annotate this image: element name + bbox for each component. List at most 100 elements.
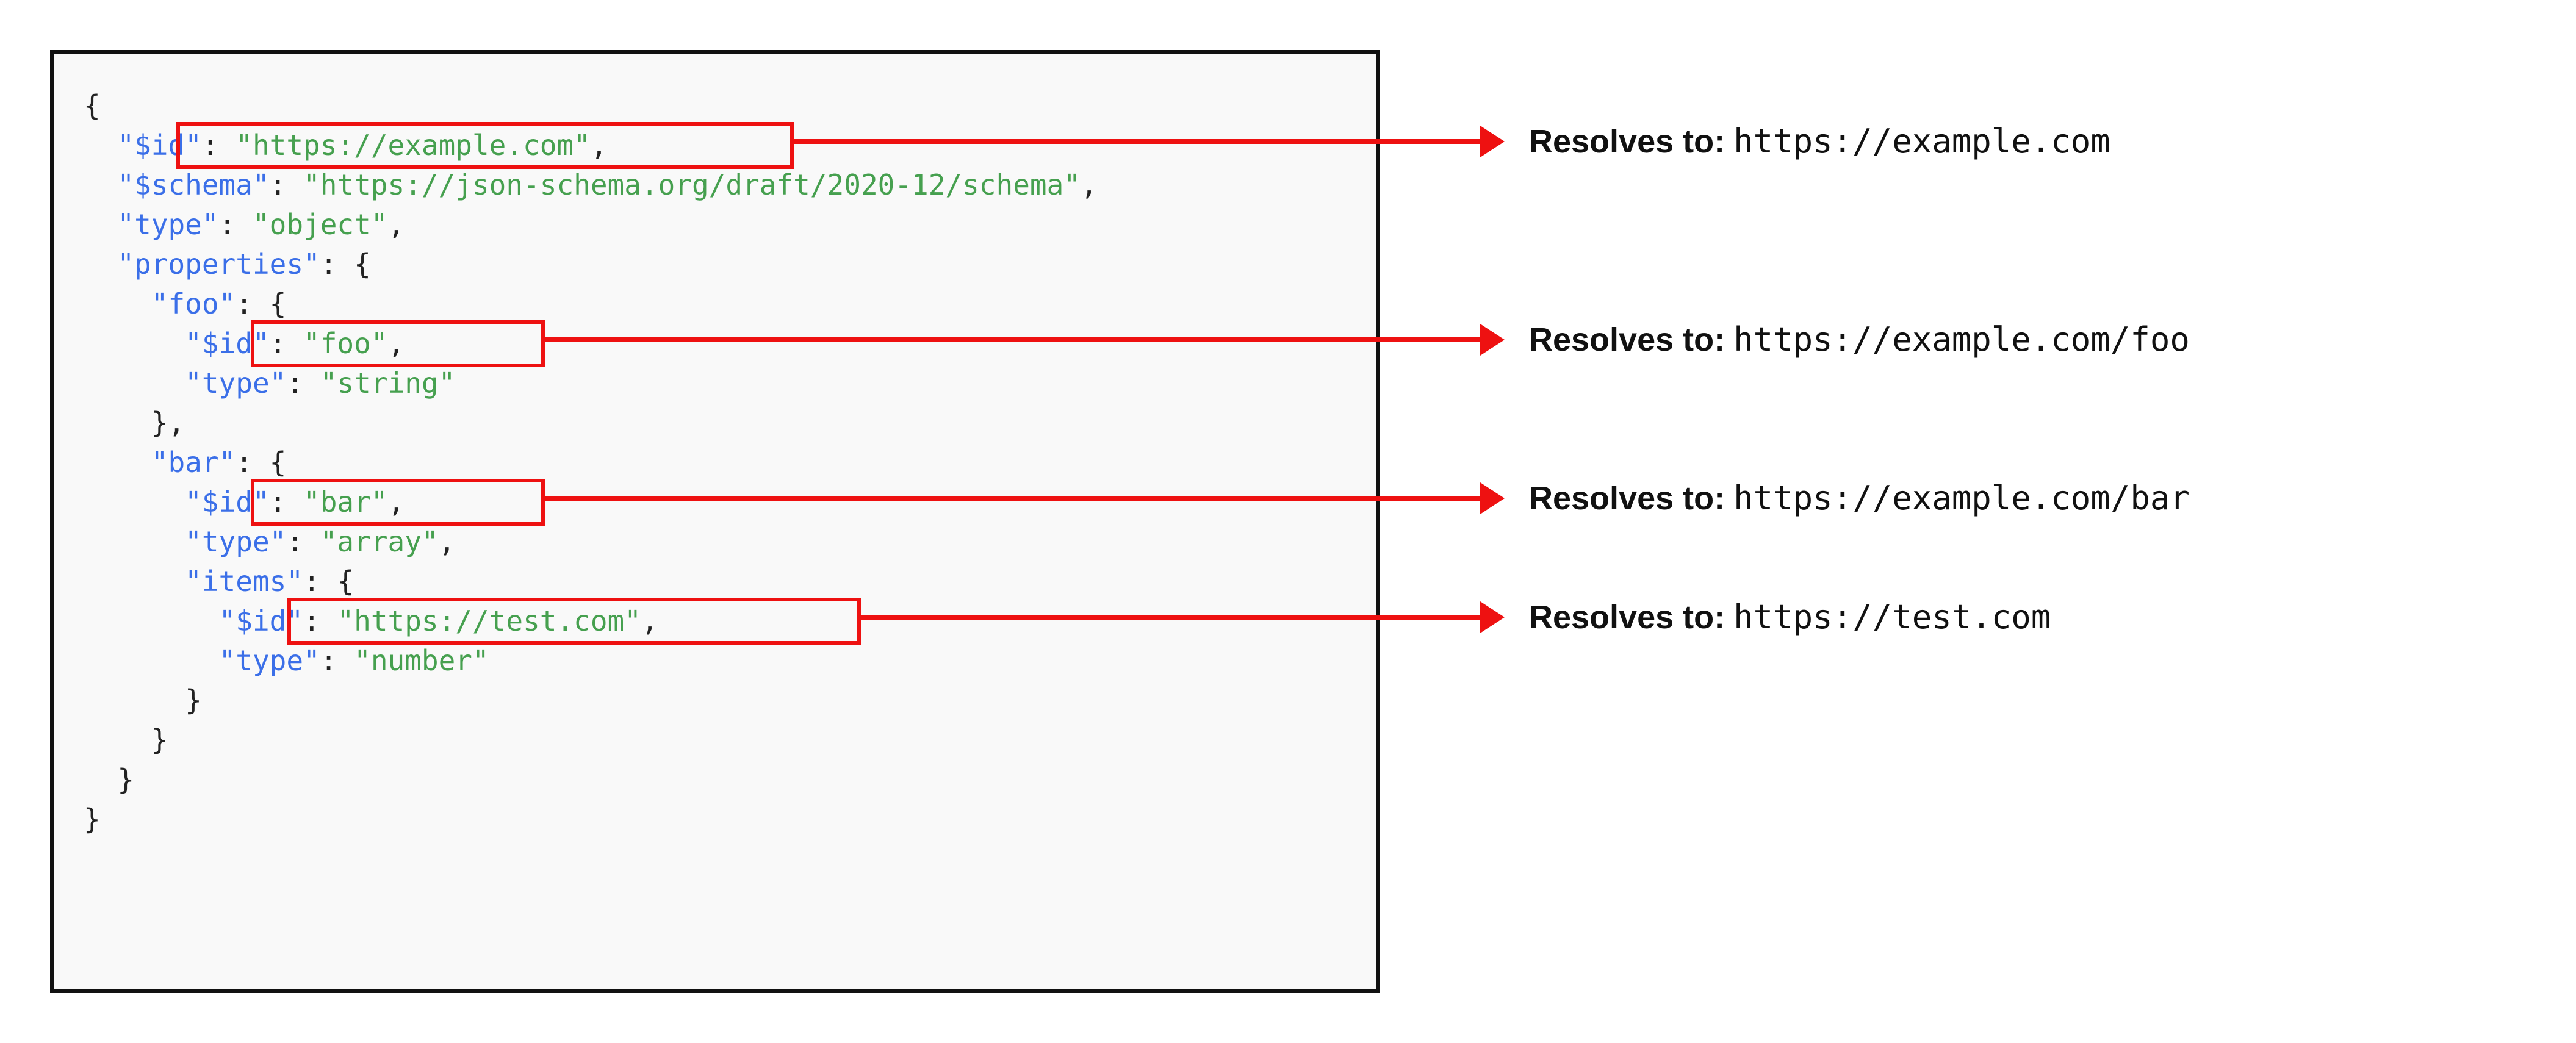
resolves-to-label: Resolves to: [1529,479,1725,517]
json-string: "https://json-schema.org/draft/2020-12/s… [303,168,1081,201]
code-indent [84,248,117,281]
code-indent [84,525,185,558]
code-indent [84,644,219,677]
resolution-row-resolve-bar: Resolves to:https://example.com/bar [1529,478,2190,517]
code-indent [84,723,151,756]
json-punctuation: , [1080,168,1098,201]
code-indent [84,446,151,479]
connector-line-resolve-bar [541,495,1480,501]
json-punctuation: : [320,644,354,677]
resolves-to-label: Resolves to: [1529,123,1725,160]
code-line: "$schema": "https://json-schema.org/draf… [84,165,1098,205]
json-key: "type" [117,208,219,241]
json-key: "type" [185,367,287,400]
json-key: "type" [185,525,287,558]
json-punctuation: : { [303,565,354,598]
code-indent [84,208,117,241]
code-indent [84,604,219,637]
json-punctuation: , [641,604,658,637]
json-key: "$id" [185,327,270,360]
json-punctuation: : [303,604,337,637]
json-string: "number" [354,644,489,677]
arrow-head-resolve-root [1480,125,1505,157]
code-line: "type": "array", [84,522,1098,562]
resolves-to-label: Resolves to: [1529,321,1725,358]
json-punctuation: : [269,327,304,360]
json-punctuation: , [438,525,456,558]
resolution-row-resolve-items: Resolves to:https://test.com [1529,597,2051,636]
json-punctuation: : [269,168,304,201]
code-line: "type": "number" [84,641,1098,681]
resolved-uri-value: https://example.com/foo [1733,320,2190,359]
json-punctuation: { [84,89,101,122]
code-indent [84,486,185,518]
connector-line-resolve-foo [541,337,1480,342]
arrow-head-resolve-foo [1480,323,1505,356]
json-punctuation: : [201,129,236,162]
code-line: "$id": "https://example.com", [84,126,1098,165]
json-punctuation: : [218,208,253,241]
json-punctuation: } [151,723,168,756]
json-punctuation: : { [236,446,287,479]
json-key: "properties" [117,248,320,281]
code-indent [84,684,185,717]
code-line: "bar": { [84,443,1098,482]
json-code-block: { "$id": "https://example.com", "$schema… [84,86,1098,839]
json-string: "https://example.com" [236,129,591,162]
code-indent [84,565,185,598]
arrow-head-resolve-items [1480,601,1505,633]
resolution-row-resolve-root: Resolves to:https://example.com [1529,121,2110,160]
code-indent [84,129,117,162]
code-indent [84,287,151,320]
json-string: "array" [320,525,439,558]
code-line: "properties": { [84,245,1098,284]
json-punctuation: , [387,327,405,360]
code-line: } [84,760,1098,800]
code-indent [84,168,117,201]
resolves-to-label: Resolves to: [1529,598,1725,636]
code-indent [84,763,117,796]
code-indent [84,406,151,439]
code-line: "$id": "foo", [84,324,1098,364]
code-line: } [84,681,1098,720]
connector-line-resolve-items [857,614,1480,620]
json-string: "foo" [303,327,388,360]
json-code-panel: { "$id": "https://example.com", "$schema… [50,50,1380,993]
json-punctuation: } [185,684,202,717]
resolved-uri-value: https://example.com [1733,121,2110,160]
json-punctuation: } [84,803,101,836]
json-punctuation: : [269,486,304,518]
json-key: "$id" [185,486,270,518]
json-punctuation: , [590,129,608,162]
json-string: "https://test.com" [337,604,641,637]
json-key: "items" [185,565,304,598]
connector-line-resolve-root [790,138,1480,144]
code-indent [84,367,185,400]
json-key: "$id" [218,604,304,637]
json-key: "foo" [151,287,236,320]
json-key: "$id" [117,129,202,162]
json-punctuation: : [286,367,320,400]
json-punctuation: : { [320,248,371,281]
code-line: "$id": "bar", [84,482,1098,522]
code-line: "items": { [84,562,1098,601]
json-string: "bar" [303,486,388,518]
resolved-uri-value: https://test.com [1733,597,2051,636]
resolved-uri-value: https://example.com/bar [1733,478,2190,517]
json-punctuation: }, [151,406,185,439]
code-line: "type": "string" [84,364,1098,403]
json-key: "type" [218,644,320,677]
json-string: "string" [320,367,456,400]
json-punctuation: : { [236,287,287,320]
json-punctuation: } [117,763,135,796]
code-line: } [84,800,1098,839]
resolution-row-resolve-foo: Resolves to:https://example.com/foo [1529,323,2190,356]
json-string: "object" [252,208,388,241]
code-line: "type": "object", [84,205,1098,245]
json-punctuation: : [286,525,320,558]
json-punctuation: , [387,208,405,241]
code-indent [84,327,185,360]
json-punctuation: , [387,486,405,518]
code-line: }, [84,403,1098,443]
arrow-head-resolve-bar [1480,482,1505,514]
